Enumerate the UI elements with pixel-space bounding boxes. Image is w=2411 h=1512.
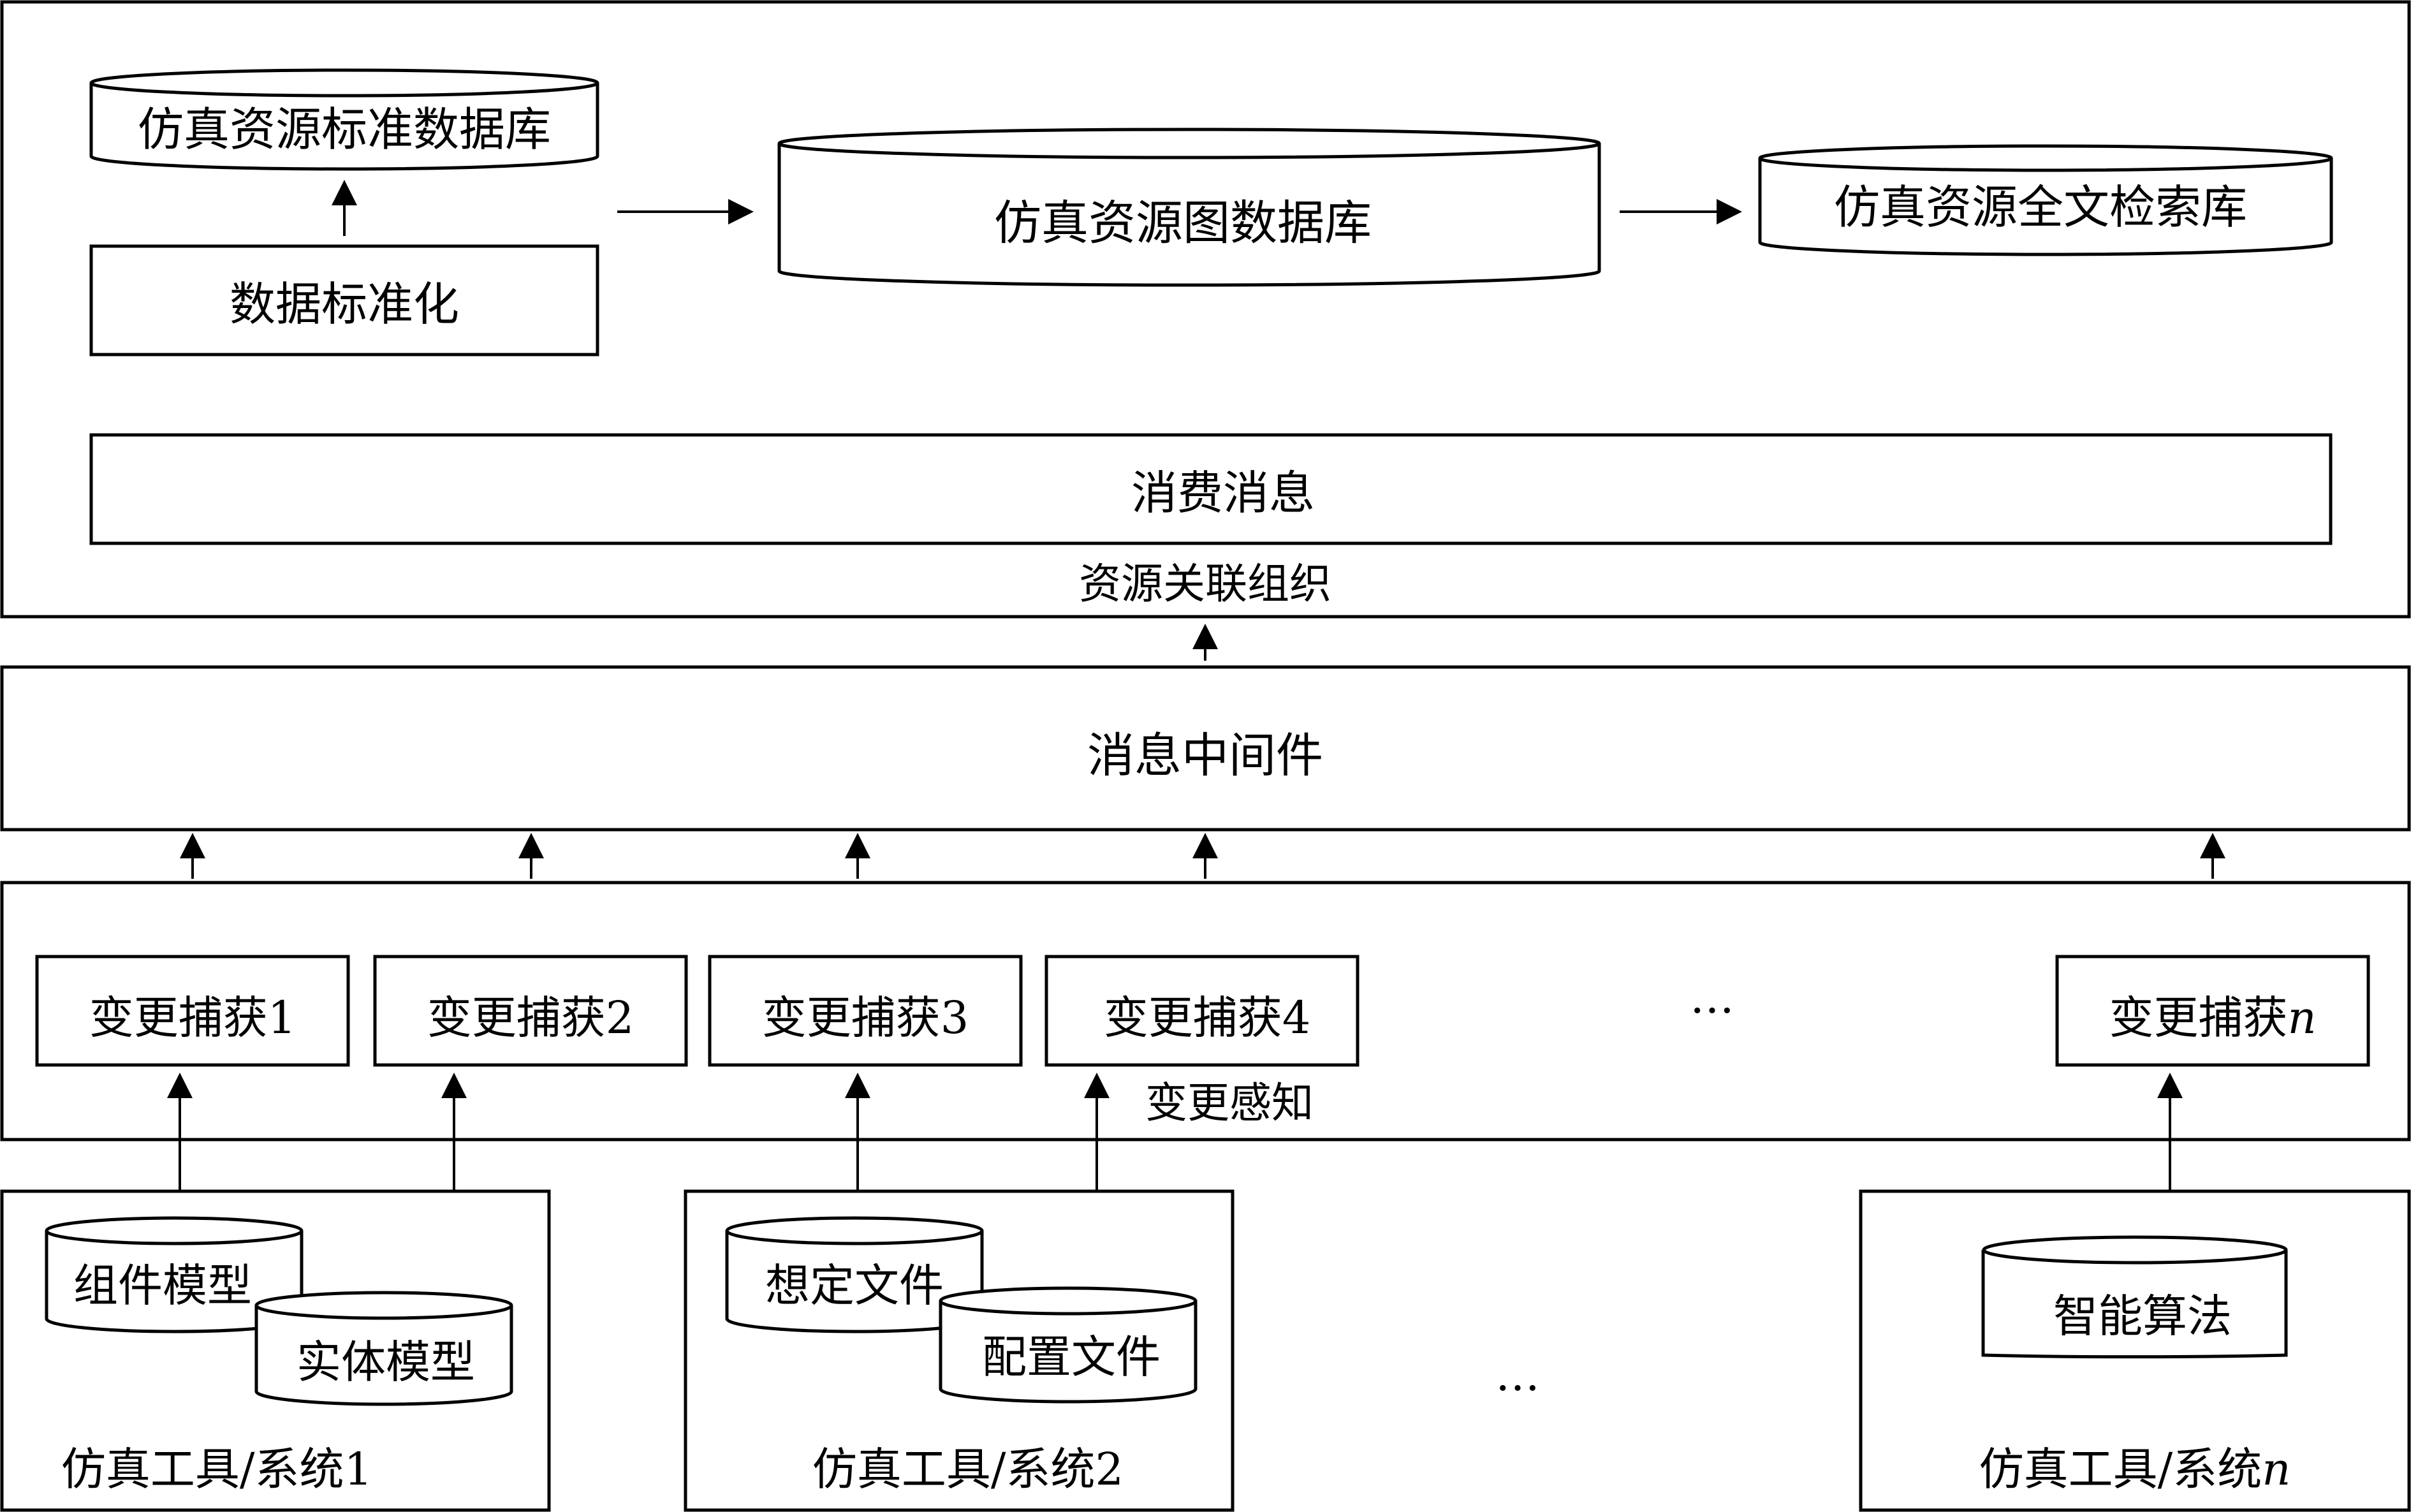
consume-message-bar: 消费消息 [89, 433, 2333, 545]
change-capture-2: 变更捕获2 [373, 955, 688, 1067]
capture-prefix: 变更捕获 [1104, 992, 1282, 1044]
capture-number: 2 [606, 992, 634, 1044]
tool-number: 1 [344, 1443, 373, 1495]
capture-n-suffix: n [2287, 992, 2316, 1044]
graph-db-cylinder: 仿真资源图数据库 [777, 128, 1601, 287]
scenario-file-label: 想定文件 [765, 1259, 944, 1312]
change-capture-4: 变更捕获4 [1044, 955, 1359, 1067]
capture-number: 3 [941, 992, 969, 1044]
scenario-file-cylinder: 想定文件 [725, 1216, 984, 1333]
capture-prefix: 变更捕获 [89, 992, 268, 1044]
config-file-label: 配置文件 [982, 1331, 1161, 1383]
svg-text:仿真工具/系统2: 仿真工具/系统2 [812, 1443, 1124, 1495]
standard-db-label: 仿真资源标准数据库 [138, 103, 551, 156]
svg-text:变更捕获2: 变更捕获2 [427, 992, 634, 1044]
entity-model-cylinder: 实体模型 [254, 1291, 513, 1406]
change-capture-n: 变更捕获n [2055, 955, 2370, 1067]
resource-org-label: 资源关联组织 [1079, 559, 1331, 608]
change-capture-1: 变更捕获1 [35, 955, 350, 1067]
tool-prefix: 仿真工具/系统 [1979, 1443, 2262, 1495]
capture-prefix: 变更捕获 [762, 992, 941, 1044]
message-middleware-label: 消息中间件 [1087, 728, 1323, 783]
data-standardize-box: 数据标准化 [89, 244, 599, 356]
capture-number: 1 [268, 992, 297, 1044]
svg-text:仿真工具/系统1: 仿真工具/系统1 [61, 1443, 372, 1495]
smart-algorithm-label: 智能算法 [2053, 1290, 2232, 1342]
change-capture-3: 变更捕获3 [708, 955, 1023, 1067]
tool-prefix: 仿真工具/系统 [61, 1443, 344, 1495]
capture-number: 4 [1282, 992, 1311, 1044]
tools-ellipsis: … [1495, 1349, 1540, 1401]
fulltext-db-cylinder: 仿真资源全文检索库 [1758, 144, 2333, 256]
standard-db-cylinder: 仿真资源标准数据库 [89, 68, 599, 171]
component-model-label: 组件模型 [73, 1259, 252, 1312]
tool-n-suffix: n [2262, 1443, 2290, 1495]
component-model-cylinder: 组件模型 [45, 1216, 304, 1333]
tool-number: 2 [1096, 1443, 1124, 1495]
capture-ellipsis: … [1690, 971, 1734, 1024]
svg-text:变更捕获4: 变更捕获4 [1104, 992, 1311, 1044]
config-file-cylinder: 配置文件 [939, 1286, 1198, 1404]
svg-text:变更捕获3: 变更捕获3 [762, 992, 969, 1044]
data-standardize-label: 数据标准化 [230, 277, 459, 331]
capture-prefix: 变更捕获 [427, 992, 606, 1044]
entity-model-label: 实体模型 [297, 1336, 475, 1388]
svg-text:变更捕获1: 变更捕获1 [89, 992, 297, 1044]
tool-prefix: 仿真工具/系统 [812, 1443, 1096, 1495]
svg-text:仿真工具/系统n: 仿真工具/系统n [1979, 1443, 2291, 1495]
change-sense-label: 变更感知 [1145, 1078, 1314, 1127]
smart-algorithm-cylinder: 智能算法 [1981, 1235, 2288, 1359]
message-middleware-panel: 消息中间件 [0, 665, 2411, 832]
fulltext-db-label: 仿真资源全文检索库 [1834, 180, 2247, 234]
capture-prefix: 变更捕获 [2109, 992, 2287, 1044]
svg-text:变更捕获n: 变更捕获n [2109, 992, 2316, 1044]
consume-message-label: 消费消息 [1131, 466, 1315, 520]
graph-db-label: 仿真资源图数据库 [994, 196, 1372, 251]
